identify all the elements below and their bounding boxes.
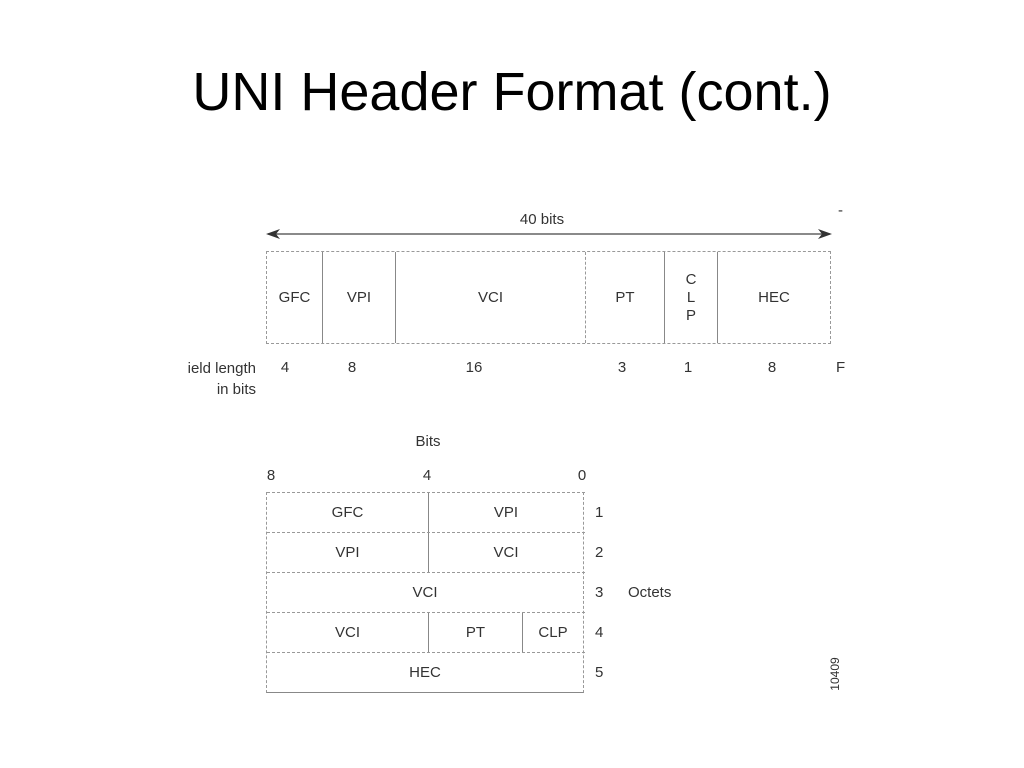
clp-letter-p: P bbox=[685, 306, 696, 324]
bits-label: Bits bbox=[415, 433, 441, 450]
field-vci: VCI bbox=[395, 252, 585, 343]
span-arrow bbox=[266, 229, 832, 239]
octet-number-3: 3 bbox=[595, 584, 604, 601]
bit-tick-8: 8 bbox=[266, 467, 276, 484]
clp-letter-c: C bbox=[685, 270, 697, 288]
edge-mark: F bbox=[836, 359, 846, 376]
octet2-vci: VCI bbox=[428, 533, 583, 572]
octet-row-4: VCI PT CLP bbox=[267, 612, 585, 652]
octet-row-3: VCI bbox=[267, 572, 585, 612]
bits-hec: 8 bbox=[767, 359, 777, 376]
field-gfc: GFC bbox=[267, 252, 322, 343]
clp-letter-l: L bbox=[686, 288, 696, 306]
figure-id: 10409 bbox=[828, 657, 842, 691]
octet1-gfc: GFC bbox=[331, 504, 364, 521]
field-vpi: VPI bbox=[322, 252, 395, 343]
field-clp: C L P bbox=[664, 252, 717, 343]
field-hec: HEC bbox=[717, 252, 830, 343]
field-length-label-line2: in bits bbox=[216, 381, 256, 398]
octet-number-5: 5 bbox=[595, 664, 604, 681]
octet4-pt: PT bbox=[428, 613, 522, 652]
octet-number-2: 2 bbox=[595, 544, 604, 561]
octet-number-1: 1 bbox=[595, 504, 604, 521]
bits-gfc: 4 bbox=[280, 359, 290, 376]
octet4-clp: CLP bbox=[522, 613, 583, 652]
octet-number-4: 4 bbox=[595, 624, 604, 641]
bits-vci: 16 bbox=[465, 359, 483, 376]
field-clp-label: C L P bbox=[686, 271, 697, 325]
octet5-hec: HEC bbox=[409, 664, 441, 681]
octet-row-5: HEC bbox=[267, 652, 585, 692]
octet-row-1: GFC VPI bbox=[267, 492, 585, 532]
field-length-label: ield length in bits bbox=[150, 358, 256, 400]
octet4-vci: VCI bbox=[334, 624, 360, 641]
octet3-vci: VCI bbox=[412, 584, 438, 601]
octet-row-2: VPI VCI bbox=[267, 532, 585, 572]
bits-vpi: 8 bbox=[347, 359, 357, 376]
field-gfc-label: GFC bbox=[278, 289, 311, 306]
slide-title: UNI Header Format (cont.) bbox=[192, 62, 832, 122]
field-hec-label: HEC bbox=[758, 289, 790, 306]
octet2-vpi: VPI bbox=[335, 544, 360, 561]
octet-grid: GFC VPI VPI VCI VCI VCI PT CLP HEC bbox=[266, 492, 585, 693]
bits-pt: 3 bbox=[617, 359, 627, 376]
span-label: 40 bits bbox=[519, 211, 565, 228]
field-vpi-label: VPI bbox=[346, 289, 372, 306]
bit-tick-0: 0 bbox=[577, 467, 587, 484]
bits-clp: 1 bbox=[683, 359, 693, 376]
dash-mark: - bbox=[838, 202, 843, 219]
field-strip: GFC VPI VCI PT C L P HEC bbox=[266, 251, 831, 344]
field-vci-label: VCI bbox=[477, 289, 503, 306]
octets-label: Octets bbox=[628, 584, 672, 601]
field-pt: PT bbox=[585, 252, 664, 343]
octet1-vpi: VPI bbox=[428, 493, 583, 532]
field-length-label-line1: ield length bbox=[187, 360, 256, 377]
bit-tick-4: 4 bbox=[422, 467, 432, 484]
field-pt-label: PT bbox=[615, 289, 635, 306]
